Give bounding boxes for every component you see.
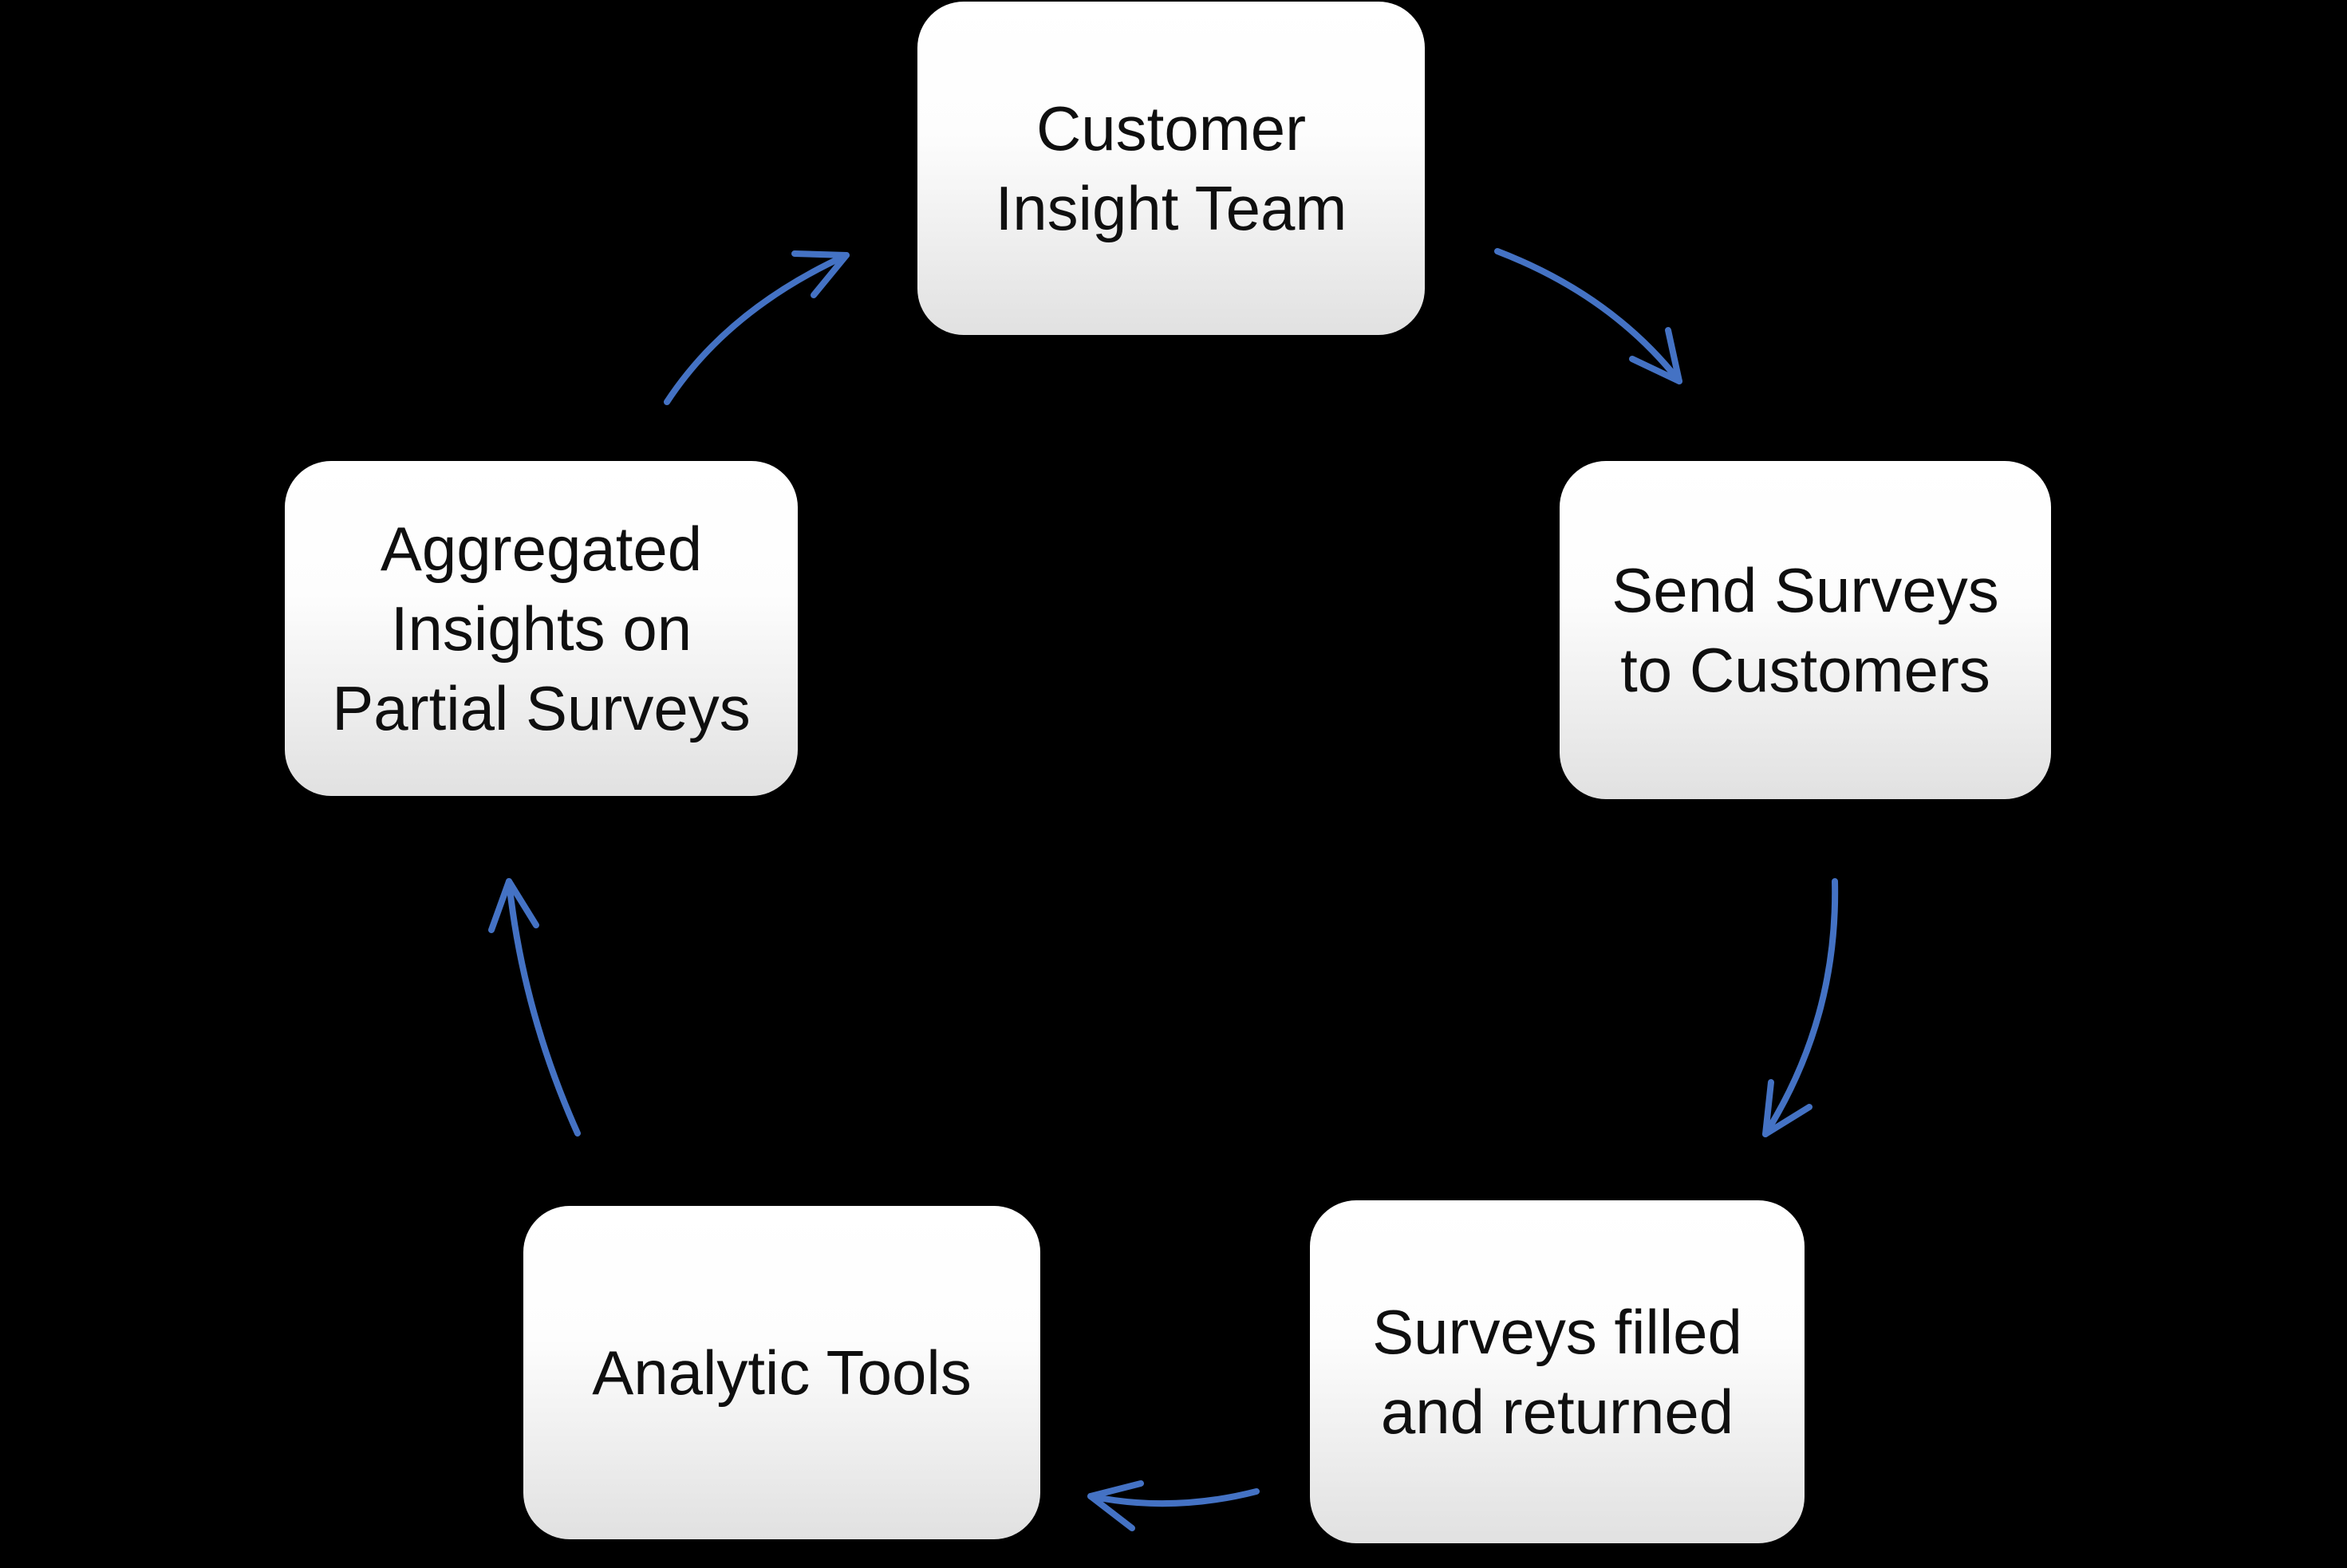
arrow-head: [1629, 327, 1682, 384]
node-label-line: to Customers: [1620, 635, 1990, 705]
node-label: Surveys filled and returned: [1310, 1292, 1805, 1452]
node-analytic-tools: Analytic Tools: [523, 1206, 1040, 1539]
node-label-line: Surveys filled: [1372, 1297, 1742, 1367]
arrow-head: [1762, 1079, 1813, 1137]
arrow-surveys-filled-to-analytic-tools: [1087, 1480, 1260, 1531]
arrow-aggregated-insights-to-customer-insight: [664, 250, 850, 405]
node-customer-insight-team: Customer Insight Team: [917, 2, 1425, 335]
arrow-head: [488, 878, 539, 933]
arrow-head: [791, 250, 850, 298]
arrow-send-surveys-to-surveys-filled: [1762, 878, 1839, 1137]
node-label: Send Surveys to Customers: [1560, 550, 2051, 710]
arrow-shaft: [1494, 248, 1682, 384]
arrow-shaft: [1087, 1488, 1260, 1507]
node-send-surveys-to-customers: Send Surveys to Customers: [1560, 461, 2051, 799]
node-label-line: Partial Surveys: [332, 673, 751, 743]
node-label: Aggregated Insights on Partial Surveys: [285, 509, 798, 748]
node-surveys-filled-and-returned: Surveys filled and returned: [1310, 1200, 1805, 1543]
arrow-shaft: [506, 878, 581, 1137]
node-label: Analytic Tools: [523, 1333, 1040, 1412]
node-label-line: Analytic Tools: [592, 1338, 972, 1408]
node-label: Customer Insight Team: [917, 89, 1425, 248]
node-aggregated-insights-on-partial-surveys: Aggregated Insights on Partial Surveys: [285, 461, 798, 796]
arrow-shaft: [1762, 878, 1839, 1137]
node-label-line: Customer: [1035, 93, 1307, 163]
node-label-line: Insights on: [390, 593, 692, 664]
node-label-line: Aggregated: [380, 514, 703, 584]
arrow-shaft: [664, 252, 850, 405]
arrow-head: [1087, 1480, 1144, 1531]
arrow-customer-insight-to-send-surveys: [1494, 248, 1682, 384]
node-label-line: Insight Team: [995, 173, 1347, 243]
node-label-line: Send Surveys: [1611, 555, 1999, 625]
node-label-line: and returned: [1380, 1377, 1734, 1447]
arrow-analytic-tools-to-aggregated-insights: [488, 878, 581, 1137]
